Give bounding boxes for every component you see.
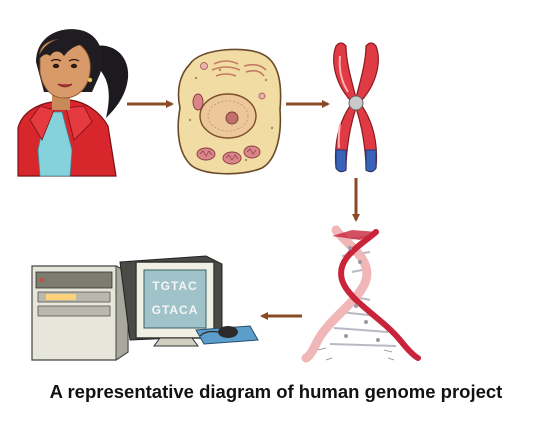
diagram-caption: A representative diagram of human genome…	[49, 381, 503, 402]
computer-icon: TGTAC GTACA	[31, 255, 259, 361]
screen-sequence-1: TGTAC	[152, 279, 197, 293]
dna-helix-icon	[301, 225, 421, 363]
monitor-screen	[143, 269, 207, 329]
chromosome-icon	[333, 42, 379, 173]
cell-icon	[177, 48, 282, 175]
mouse	[218, 326, 238, 338]
woman-icon	[17, 29, 129, 177]
screen-sequence-2: GTACA	[152, 303, 199, 317]
